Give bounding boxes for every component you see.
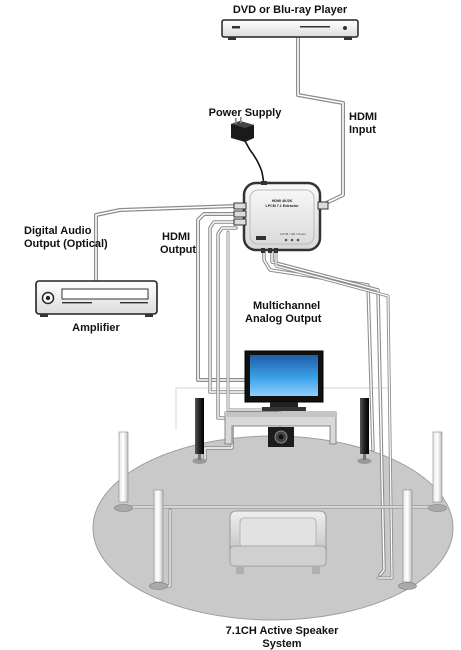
side-right-speaker [428,431,447,512]
device-model-line1: HDMI 4K/2K [272,199,293,203]
hdmi-output-cable [196,212,247,382]
hdmi-input-label-2: Input [349,124,376,136]
hdmi-input-label-1: HDMI [349,111,377,123]
device-model-line2: LPCM 7.1 Extractor [266,204,300,208]
analog-cables-left [203,220,282,462]
analog-cables-right [262,250,394,580]
speaker-system-label-1: 7.1CH Active Speaker [226,625,339,637]
hdmi-input-cable [296,35,345,208]
player-label: DVD or Blu-ray Player [233,4,348,16]
dvd-player [221,19,359,40]
digital-audio-label-2: Output (Optical) [24,238,108,250]
side-left-speaker [114,431,133,512]
rear-right-speaker [398,489,417,590]
television [244,350,324,411]
power-cable [244,140,265,185]
device-port-labels: LPCM / HD / Power [280,232,306,236]
power-supply-label: Power Supply [209,107,283,119]
cables [94,35,434,588]
optical-cable [94,204,238,282]
subwoofer [268,427,294,447]
analog-label-2: Analog Output [245,313,322,325]
hdmi-output-label-1: HDMI [162,231,190,243]
speaker-system-label-2: System [262,638,301,650]
analog-label-1: Multichannel [253,300,320,312]
front-right-speaker [357,398,372,464]
front-left-speaker [192,398,207,464]
sofa [229,510,327,574]
amplifier-label: Amplifier [72,322,120,334]
tv-stand [224,411,337,445]
amplifier-unit [35,280,158,317]
extractor-device: HDMI 4K/2K LPCM 7.1 Extractor LPCM / HD … [233,181,329,253]
rear-left-speaker [149,489,168,590]
hdmi-output-label-2: Output [160,244,196,256]
digital-audio-label-1: Digital Audio [24,225,92,237]
power-supply [231,117,254,142]
